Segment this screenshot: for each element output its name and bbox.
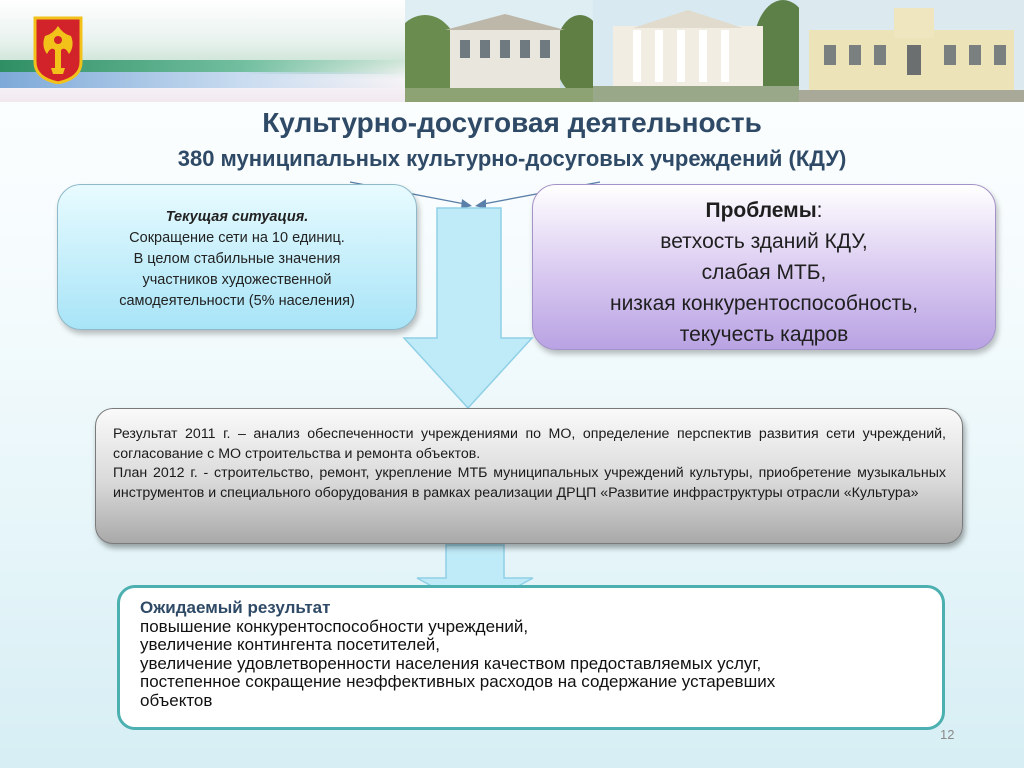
building-photo-3 (799, 0, 1024, 102)
down-arrow-large (402, 207, 534, 410)
expected-result-item: объектов (140, 690, 213, 710)
problem-item: ветхость зданий КДУ, (660, 230, 868, 253)
expected-result-box: Ожидаемый результат повышение конкуренто… (117, 585, 945, 730)
current-situation-line: Сокращение сети на 10 единиц. (129, 230, 345, 246)
page-subtitle: 380 муниципальных культурно-досуговых уч… (177, 146, 847, 171)
problems-box: Проблемы: ветхость зданий КДУ, слабая МТ… (532, 184, 996, 350)
expected-result-item: постепенное сокращение неэффективных рас… (140, 672, 776, 691)
page-number: 12 (940, 727, 955, 742)
expected-result-item: увеличение контингента посетителей, (140, 635, 441, 654)
connector-arrowhead-left (461, 199, 472, 209)
problems-heading-row: Проблемы: (533, 195, 995, 226)
current-situation-line: В целом стабильные значения (133, 251, 341, 267)
coat-of-arms-icon (33, 16, 83, 84)
problems-colon: : (816, 199, 823, 222)
current-situation-line: самодеятельности (5% населения) (119, 293, 355, 309)
problem-item: слабая МТБ, (701, 261, 827, 284)
problem-item: низкая конкурентоспособность, (609, 292, 919, 315)
results-box: Результат 2011 г. – анализ обеспеченност… (95, 408, 963, 544)
current-situation-heading: Текущая ситуация. (165, 209, 309, 225)
current-situation-box: Текущая ситуация. Сокращение сети на 10 … (57, 184, 417, 330)
connector-arrowhead-right (475, 199, 486, 209)
results-2011-text: Результат 2011 г. – анализ обеспеченност… (113, 426, 946, 462)
building-photo-2 (593, 0, 799, 102)
plan-2012-text: План 2012 г. - строительство, ремонт, ук… (113, 465, 946, 501)
expected-result-item: увеличение удовлетворенности населения к… (140, 653, 762, 673)
expected-result-item: повышение конкурентоспособности учрежден… (140, 616, 529, 636)
current-situation-line: участников художественной (142, 272, 332, 288)
header-banner (0, 0, 1024, 102)
problems-heading: Проблемы (705, 199, 817, 222)
building-photo-1 (405, 0, 593, 102)
expected-result-heading: Ожидаемый результат (140, 598, 331, 617)
page-title: Культурно-досуговая деятельность (262, 107, 762, 138)
problem-item: текучесть кадров (679, 323, 849, 346)
